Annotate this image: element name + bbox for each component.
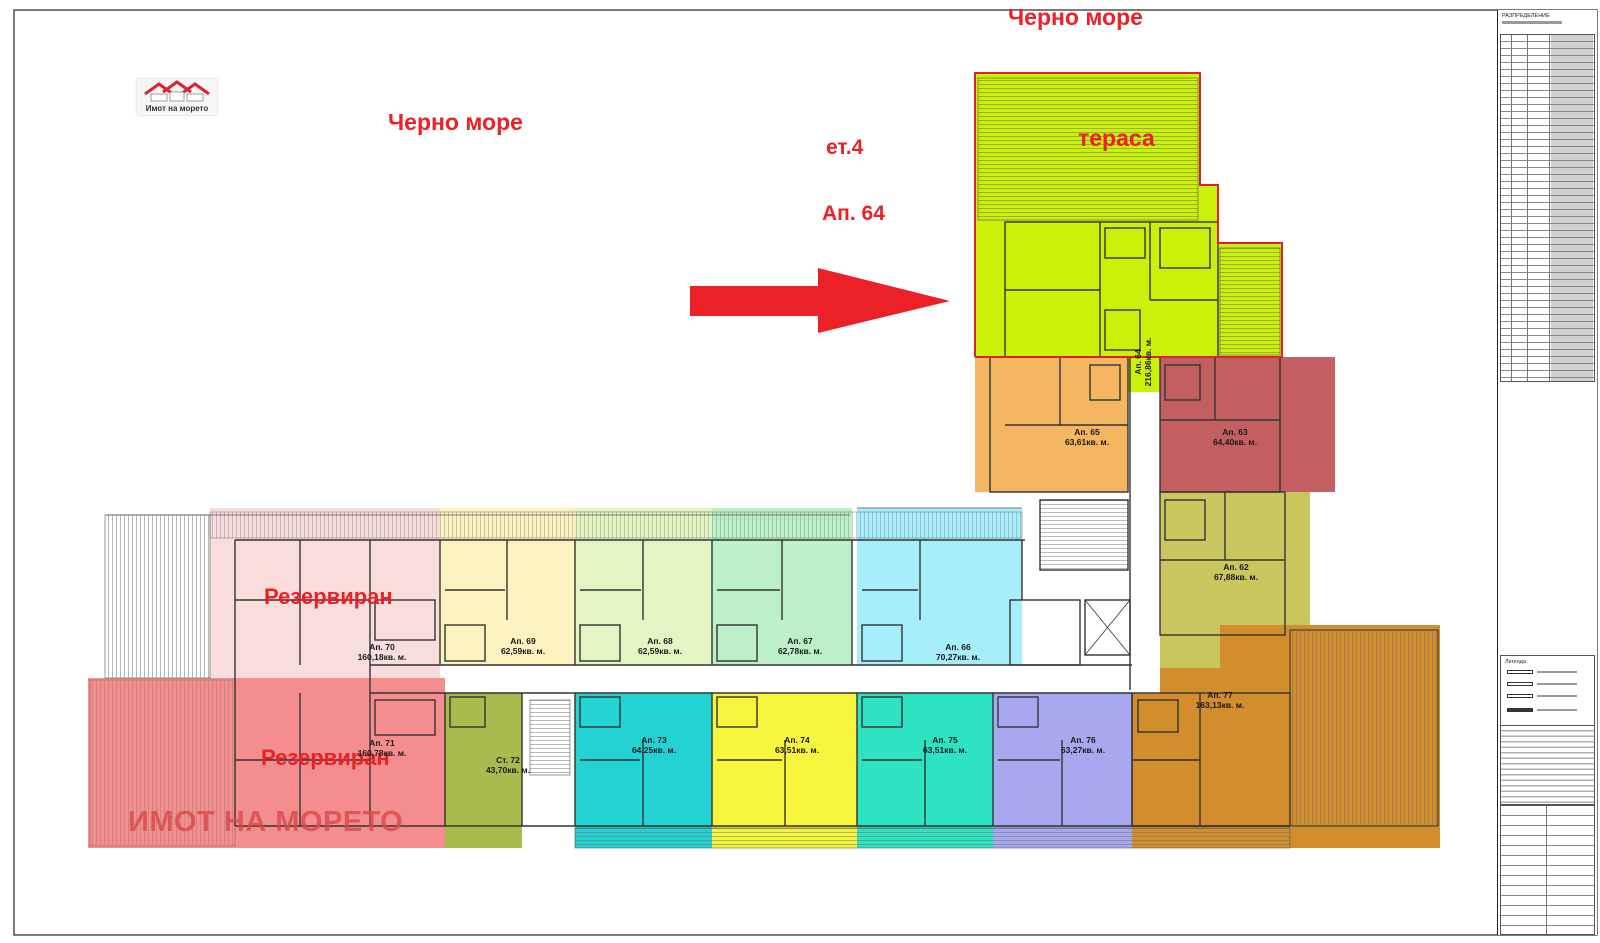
apartment-name: Ап. 62 [1223, 562, 1249, 572]
legend: Легенда [1500, 655, 1595, 727]
terrace-hatch [977, 77, 1199, 221]
title-block-subline [1502, 21, 1562, 24]
apartment-area: 63,51кв. м. [922, 745, 968, 755]
legend-title: Легенда [1505, 659, 1526, 665]
apartment-63-label: Ап. 63 64,40кв. м. [1213, 427, 1257, 447]
right-terrace-hatch [1289, 629, 1439, 827]
studio-72-label: Ст. 72 43,70кв. м. [486, 755, 530, 775]
apartment-area: 67,88кв. м. [1213, 572, 1259, 582]
apartment-64-outline [974, 72, 1283, 358]
apartment-67-label: Ап. 67 62,78кв. м. [778, 636, 822, 656]
west-stairs-hatch [529, 699, 571, 776]
apartment-77-label: Ап. 77 163,13кв. м. [1196, 690, 1245, 710]
apartment-71-label: Ап. 71 160,78кв. м. [358, 738, 407, 758]
central-stairs-hatch [1039, 499, 1129, 571]
legend-text [1537, 683, 1577, 685]
apartment-name: Ап. 70 [369, 642, 395, 652]
left-bottom-hatch [89, 679, 236, 847]
legend-swatch [1507, 670, 1533, 674]
legend-swatch [1507, 694, 1533, 698]
apartment-name: Ап. 71 [369, 738, 395, 748]
apartment-70-label: Ап. 70 160,18кв. м. [358, 642, 407, 662]
company-logo: Имот на морето [137, 79, 217, 115]
apartment-area: 216,86кв. м. [1143, 337, 1153, 387]
apartment-area: 160,78кв. м. [357, 748, 407, 758]
apartment-name: Ап. 75 [932, 735, 958, 745]
apartment-area: 63,27кв. м. [1060, 745, 1106, 755]
apartment-name: Ап. 65 [1074, 427, 1100, 437]
apartment-62-zone-lower [1160, 635, 1220, 668]
title-block-stamp [1500, 805, 1595, 935]
apartment-name: Ап. 73 [641, 735, 667, 745]
house-roofs-icon [144, 80, 210, 102]
apartment-68-label: Ап. 68 62,59кв. м. [638, 636, 682, 656]
apartment-zones [88, 73, 1440, 848]
apartment-name: Ап. 64 [1133, 349, 1143, 375]
legend-text [1537, 709, 1577, 711]
apartment-area: 43,70кв. м. [485, 765, 531, 775]
apartment-62-label: Ап. 62 67,88кв. м. [1214, 562, 1258, 582]
apartment-64-label: Ап. 64 216,86кв. м. [1133, 338, 1153, 387]
legend-swatch [1507, 682, 1533, 686]
apartment-65-label: Ап. 65 63,61кв. м. [1065, 427, 1109, 447]
bottom-balcony-strip [574, 827, 1291, 849]
apartment-name: Ст. 72 [496, 755, 520, 765]
pointer-arrow [690, 268, 950, 333]
floor-label: ет.4 [826, 136, 864, 159]
apartment-63-zone [1160, 357, 1335, 492]
top-balcony-strip [209, 511, 1023, 539]
studio-72-zone [445, 693, 522, 848]
apartment-name: Ап. 66 [945, 642, 971, 652]
apartment-74-label: Ап. 74 63,51кв. м. [775, 735, 819, 755]
apartment-area: 62,59кв. м. [500, 646, 546, 656]
apartment-name: Ап. 76 [1070, 735, 1096, 745]
legend-text [1537, 671, 1577, 673]
sea-label-top: Черно море [1008, 4, 1143, 30]
apartment-76-label: Ап. 76 63,27кв. м. [1061, 735, 1105, 755]
apartment-area: 62,78кв. м. [777, 646, 823, 656]
watermark: ИМОТ НА МОРЕТО [128, 806, 404, 838]
apartment-area: 63,61кв. м. [1064, 437, 1110, 447]
logo-text: Имот на морето [145, 104, 209, 113]
apartment-area: 160,18кв. м. [357, 652, 407, 662]
apartment-area: 64,40кв. м. [1212, 437, 1258, 447]
title-block-sheet-list [1500, 34, 1595, 382]
terrace-label: тераса [1078, 125, 1155, 151]
walls [105, 221, 1439, 827]
apartment-area: 62,59кв. м. [637, 646, 683, 656]
apartment-name: Ап. 69 [510, 636, 536, 646]
apartment-area: 64,25кв. м. [631, 745, 677, 755]
apartment-area: 63,51кв. м. [774, 745, 820, 755]
reserved-label: Резервиран [261, 745, 390, 770]
apartment-name: Ап. 63 [1222, 427, 1248, 437]
apartment-name: Ап. 74 [784, 735, 810, 745]
apartment-name: Ап. 67 [787, 636, 813, 646]
left-balcony-hatch [104, 514, 211, 679]
apartment-area: 70,27кв. м. [935, 652, 981, 662]
apartment-75-label: Ап. 75 63,51кв. м. [923, 735, 967, 755]
title-block-notes [1500, 725, 1595, 805]
apartment-73-label: Ап. 73 64,25кв. м. [632, 735, 676, 755]
sea-label-left: Черно море [388, 109, 523, 135]
legend-text [1537, 695, 1577, 697]
apartment-area: 163,13кв. м. [1195, 700, 1245, 710]
apartment-69-label: Ап. 69 62,59кв. м. [501, 636, 545, 656]
apartment-64-balcony-hatch [1219, 247, 1281, 356]
highlight-apartment-label: Ап. 64 [822, 202, 885, 225]
apartment-66-label: Ап. 66 70,27кв. м. [936, 642, 980, 662]
title-block: РАЗПРЕДЕЛЕНИЕ Легенда [1497, 10, 1597, 935]
reserved-label: Резервиран [264, 584, 393, 609]
hatched-areas [89, 77, 1439, 849]
drawing-frame [13, 9, 1598, 936]
apartment-name: Ап. 77 [1207, 690, 1233, 700]
title-block-heading: РАЗПРЕДЕЛЕНИЕ [1502, 13, 1550, 19]
legend-swatch [1507, 708, 1533, 712]
apartment-name: Ап. 68 [647, 636, 673, 646]
